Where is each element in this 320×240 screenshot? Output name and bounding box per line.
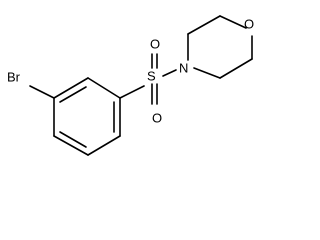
morpholine-bond-top-o: [219, 15, 247, 29]
morpholine-nitrogen-label: N: [179, 61, 188, 76]
chemical-structure: Br S O O N O: [7, 15, 254, 156]
morpholine-bond-upper-top: [187, 15, 221, 35]
morpholine-bond-bottom-n: [193, 67, 221, 79]
ring-bond-1: [53, 77, 89, 99]
bromine-bond: [29, 85, 55, 99]
ring-bond-5: [53, 135, 89, 156]
benzene-ring: [53, 77, 121, 156]
sulfonyl-oxygen-bottom-label: O: [152, 111, 162, 126]
ring-bond-4: [87, 135, 121, 156]
aryl-sulfur-bond: [119, 85, 145, 99]
sulfur-nitrogen-bond: [162, 69, 177, 77]
ring-bond-2: [87, 77, 121, 99]
morpholine-bond-right-bottom: [219, 58, 253, 79]
ring-double-bond-1: [59, 86, 87, 103]
bromine-label: Br: [7, 70, 21, 85]
morpholine-oxygen-label: O: [244, 17, 254, 32]
morpholine-ring: [187, 15, 253, 79]
sulfonyl-oxygen-top-label: O: [150, 37, 160, 52]
ring-double-bond-3: [59, 131, 87, 148]
sulfur-label: S: [147, 69, 156, 84]
